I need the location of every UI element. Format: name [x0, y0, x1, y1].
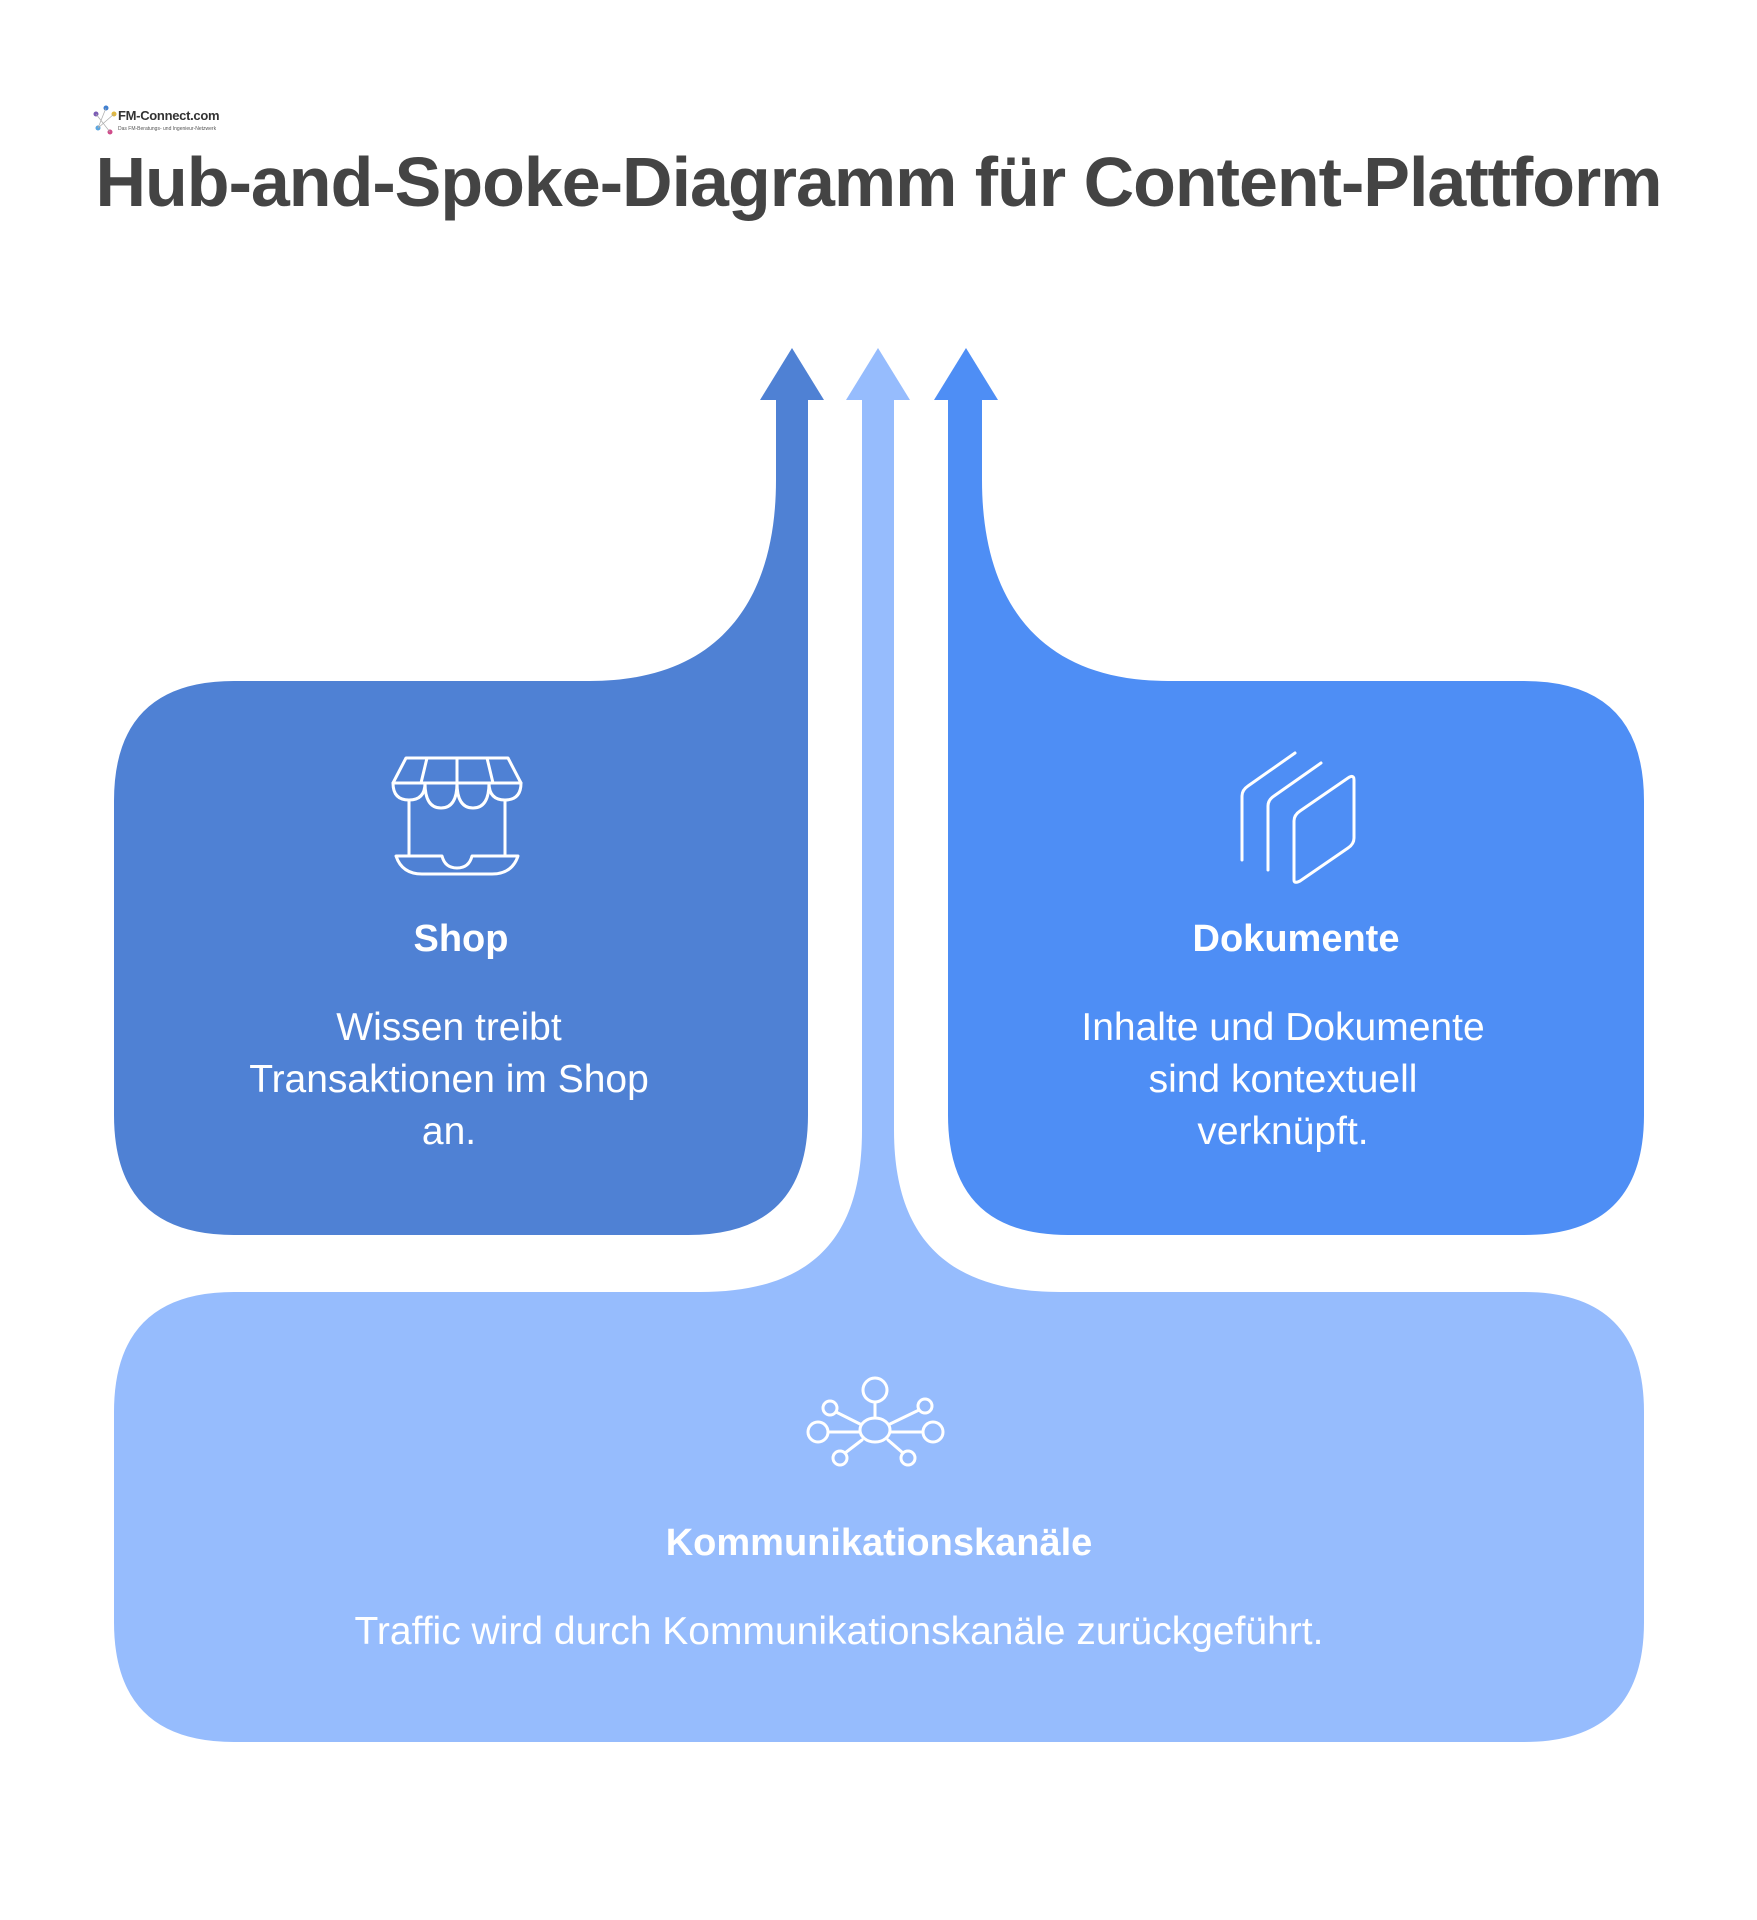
hub-description: Traffic wird durch Kommunikationskanäle …	[354, 1610, 1324, 1653]
documents-description-line: sind kontextuell	[1148, 1058, 1418, 1101]
stacked-documents-icon	[1240, 751, 1356, 884]
shop-description-line: an.	[421, 1110, 477, 1153]
shop-heading: Shop	[413, 918, 509, 960]
page-title: Hub-and-Spoke-Diagramm für Content-Platt…	[95, 143, 1663, 221]
shop-description: Wissen treibt Transaktionen im Shop an.	[114, 1002, 784, 1158]
logo-molecule-icon	[93, 105, 117, 135]
documents-description-line: verknüpft.	[1197, 1110, 1369, 1153]
documents-heading: Dokumente	[1192, 918, 1400, 960]
shop-shape	[114, 400, 808, 1235]
shop-arrow-head	[760, 348, 824, 400]
logo-tagline: Das FM-Beratungs- und Ingenieur-Netzwerk	[118, 126, 217, 132]
storefront-icon	[391, 756, 523, 876]
documents-description-line: Inhalte und Dokumente	[1081, 1006, 1485, 1049]
hub-heading: Kommunikationskanäle	[665, 1522, 1093, 1564]
documents-arrow-head	[934, 348, 998, 400]
shop-description-line: Transaktionen im Shop	[249, 1058, 649, 1101]
fm-connect-logo: FM-Connect.com Das FM-Beratungs- und Ing…	[88, 100, 220, 144]
network-hub-icon	[806, 1376, 945, 1467]
logo-name: FM-Connect.com	[118, 108, 220, 123]
hub-arrow-head	[846, 348, 910, 400]
documents-description: Inhalte und Dokumente sind kontextuell v…	[948, 1002, 1618, 1158]
hub-shape	[114, 400, 1644, 1742]
shop-description-line: Wissen treibt	[336, 1006, 562, 1049]
